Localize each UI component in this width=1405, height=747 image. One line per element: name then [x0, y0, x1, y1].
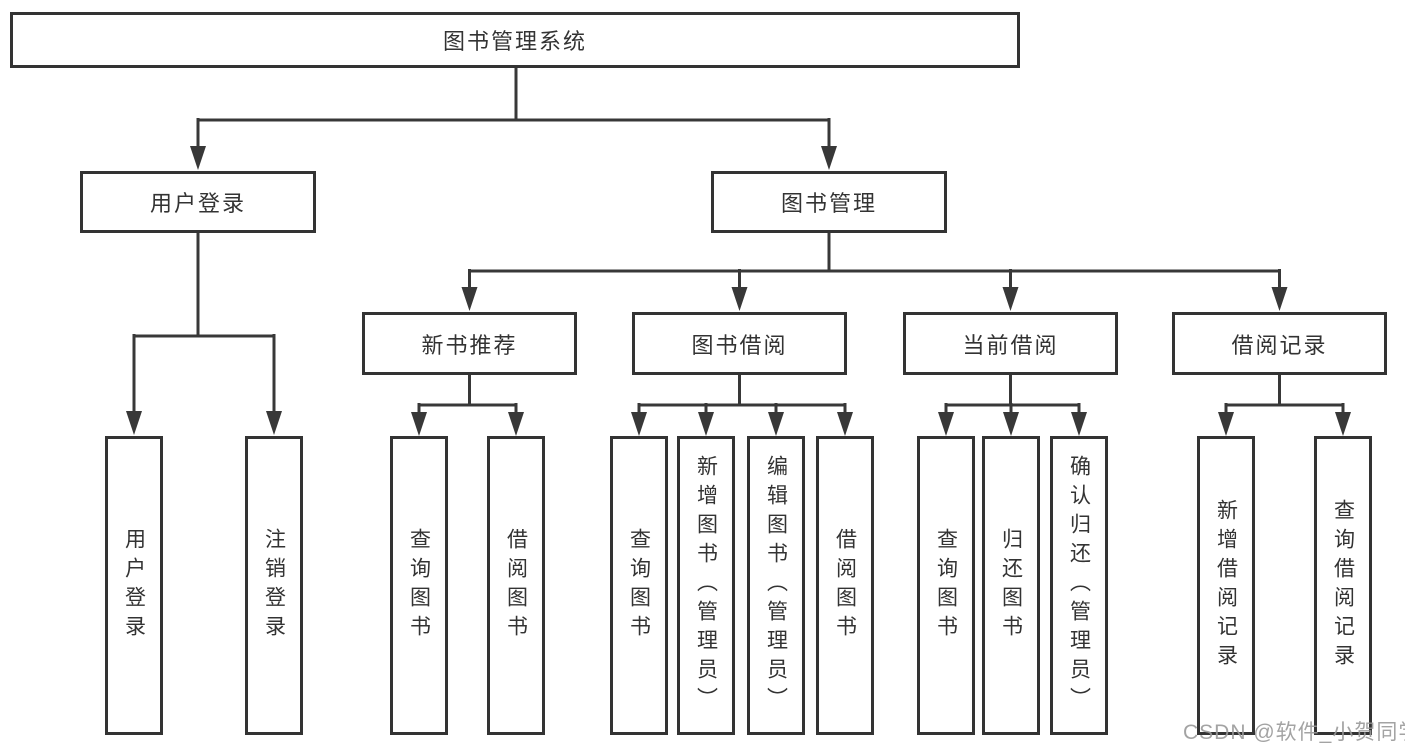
leaf-newbook-query-books: 查询图书: [390, 436, 448, 735]
node-book-management-branch: 图书管理: [711, 171, 947, 233]
watermark-text: CSDN @软件_小贺同学: [1183, 721, 1405, 744]
leaf-current-return-books-label: 归还图书: [999, 527, 1023, 644]
leaf-borrowing-edit-books-admin-label: 编辑图书（管理员）: [764, 455, 788, 716]
leaf-records-add-record-label: 新增借阅记录: [1214, 498, 1238, 673]
leaf-current-return-books: 归还图书: [982, 436, 1040, 735]
node-borrowing-records-label: 借阅记录: [1231, 332, 1328, 358]
node-new-book-recommend: 新书推荐: [362, 312, 577, 375]
node-user-login-branch-label: 用户登录: [149, 191, 246, 216]
leaf-user-login-label: 用户登录: [122, 527, 146, 644]
node-current-borrowing-label: 当前借阅: [962, 332, 1059, 358]
leaf-logout-label: 注销登录: [262, 527, 286, 644]
node-user-login-branch: 用户登录: [80, 171, 316, 233]
leaf-borrowing-query-books-label: 查询图书: [627, 527, 651, 644]
leaf-current-confirm-return-admin-label: 确认归还（管理员）: [1067, 455, 1091, 716]
leaf-logout: 注销登录: [245, 436, 303, 735]
leaf-newbook-borrow-books: 借阅图书: [487, 436, 545, 735]
leaf-borrowing-add-books-admin-label: 新增图书（管理员）: [694, 455, 718, 716]
leaf-records-query-record: 查询借阅记录: [1314, 436, 1372, 735]
leaf-current-query-books-label: 查询图书: [934, 527, 958, 644]
leaf-newbook-query-books-label: 查询图书: [407, 527, 431, 644]
node-current-borrowing: 当前借阅: [903, 312, 1118, 375]
leaf-records-add-record: 新增借阅记录: [1197, 436, 1255, 735]
node-root: 图书管理系统: [10, 12, 1020, 68]
node-book-management-branch-label: 图书管理: [780, 191, 877, 216]
leaf-current-query-books: 查询图书: [917, 436, 975, 735]
leaf-newbook-borrow-books-label: 借阅图书: [504, 527, 528, 644]
leaf-borrowing-query-books: 查询图书: [610, 436, 668, 735]
leaf-borrowing-borrow-books-label: 借阅图书: [833, 527, 857, 644]
node-book-borrowing-label: 图书借阅: [691, 332, 788, 358]
node-root-label: 图书管理系统: [442, 29, 587, 54]
leaf-current-confirm-return-admin: 确认归还（管理员）: [1050, 436, 1108, 735]
leaf-borrowing-borrow-books: 借阅图书: [816, 436, 874, 735]
leaf-borrowing-edit-books-admin: 编辑图书（管理员）: [747, 436, 805, 735]
node-new-book-recommend-label: 新书推荐: [421, 332, 518, 358]
node-book-borrowing: 图书借阅: [632, 312, 847, 375]
node-borrowing-records: 借阅记录: [1172, 312, 1387, 375]
leaf-records-query-record-label: 查询借阅记录: [1331, 498, 1355, 673]
leaf-user-login: 用户登录: [105, 436, 163, 735]
leaf-borrowing-add-books-admin: 新增图书（管理员）: [677, 436, 735, 735]
